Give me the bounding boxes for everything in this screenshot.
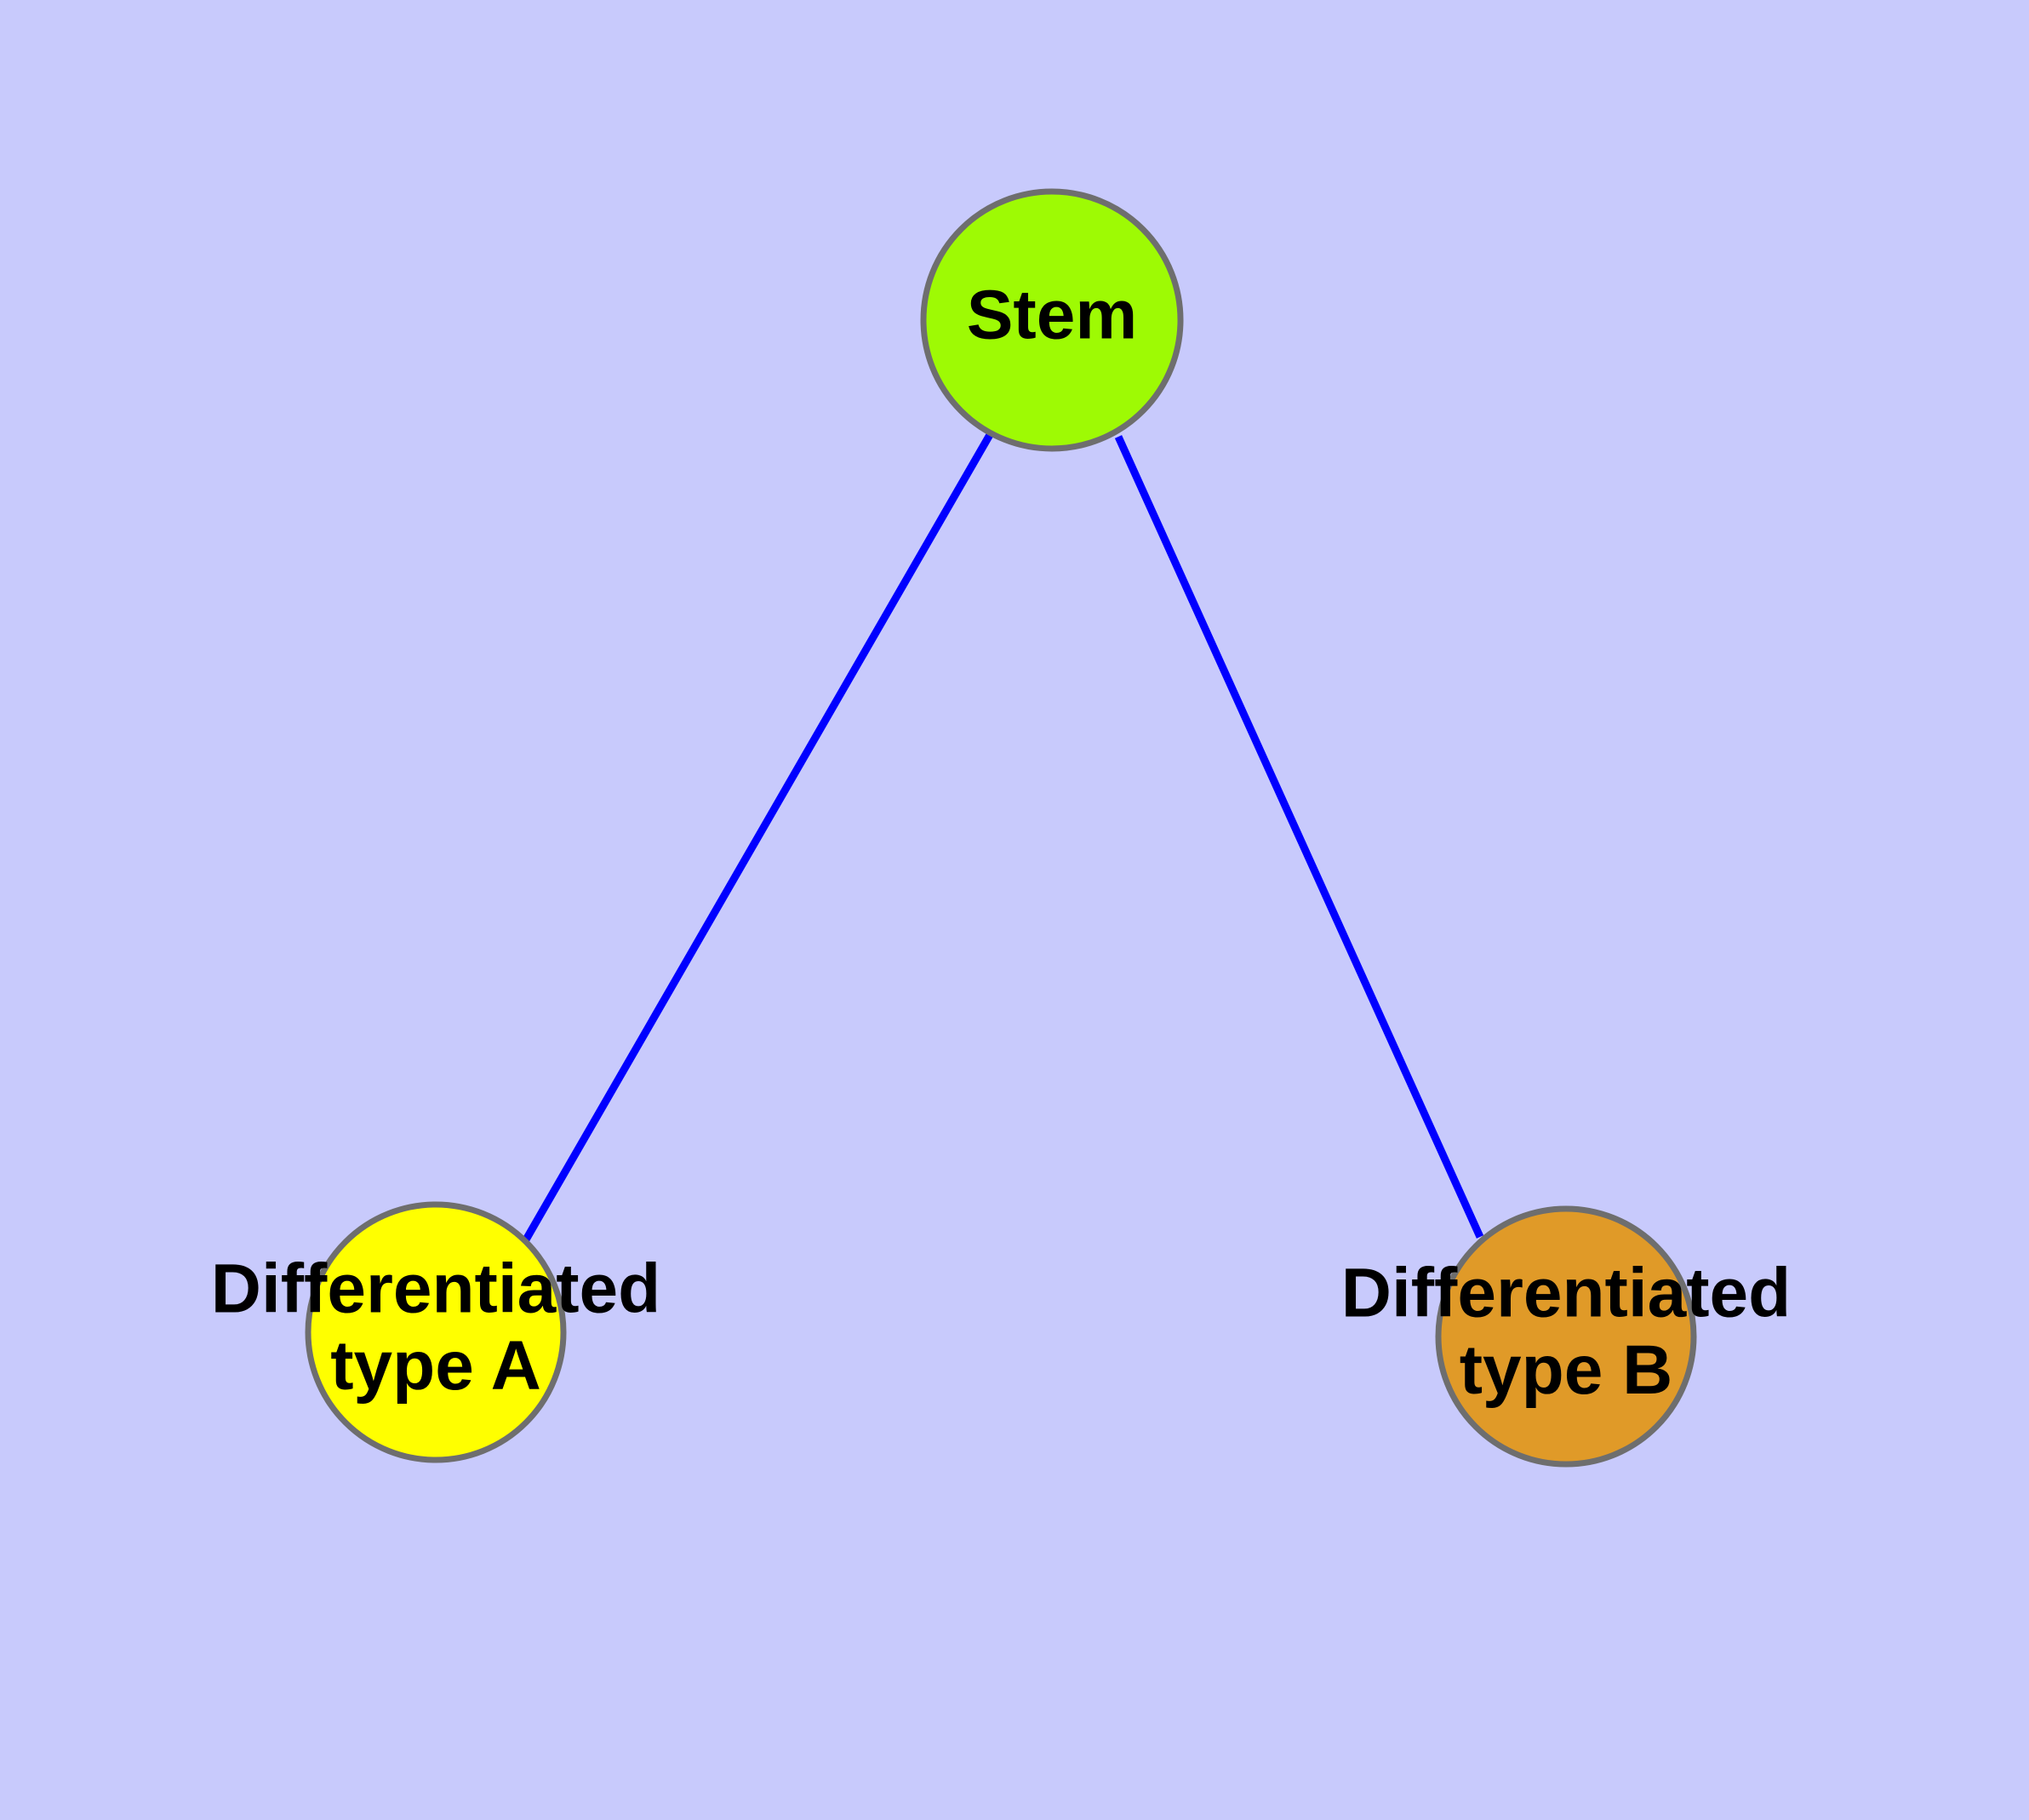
edge-stem-to-differentiated-type-b[interactable] <box>1114 435 1484 1239</box>
node-stem-label-line1: Stem <box>967 277 1138 354</box>
node-differentiated-type-b[interactable]: Differentiated type B <box>1341 1205 1792 1468</box>
nodes-group: Stem Differentiated type A Differentiate… <box>211 188 1792 1468</box>
node-differentiated-type-a[interactable]: Differentiated type A <box>211 1201 661 1463</box>
node-differentiated-type-a-label-line1: Differentiated <box>211 1251 661 1328</box>
edge-stem-to-differentiated-type-a[interactable] <box>522 431 994 1244</box>
node-differentiated-type-b-label-line2: type B <box>1460 1331 1673 1409</box>
node-stem[interactable]: Stem <box>920 188 1184 452</box>
node-differentiated-type-a-label-line2: type A <box>330 1327 541 1405</box>
edges-group <box>522 431 1484 1244</box>
node-differentiated-type-b-circle[interactable] <box>1435 1205 1697 1468</box>
node-stem-circle[interactable] <box>920 188 1184 452</box>
node-differentiated-type-a-circle[interactable] <box>305 1201 567 1463</box>
node-differentiated-type-b-label-line1: Differentiated <box>1341 1255 1792 1332</box>
